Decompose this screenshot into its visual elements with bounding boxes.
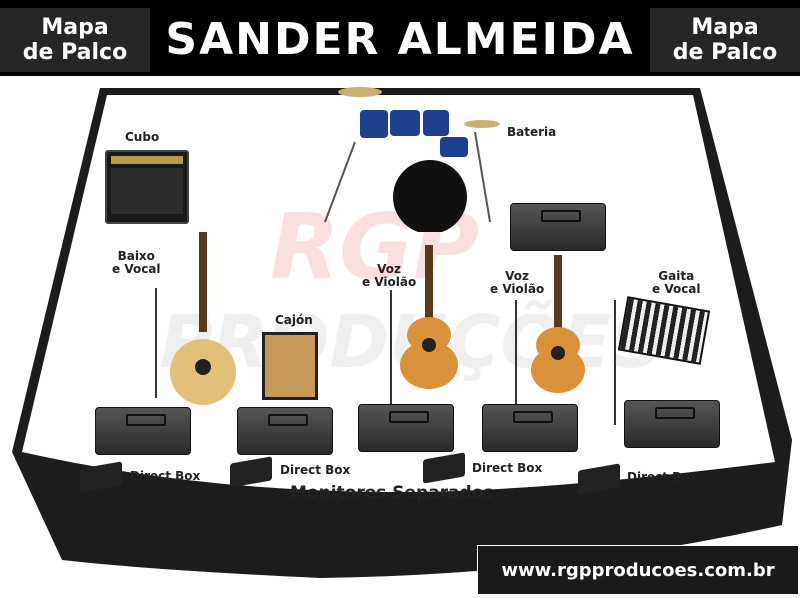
direct-box-label-4: Direct Box: [627, 470, 698, 484]
monitor-4: [482, 404, 578, 452]
monitor-3: [358, 404, 454, 452]
website-url: www.rgpproducoes.com.br: [477, 545, 799, 595]
drum-kit: [324, 87, 500, 232]
monitor-5: [624, 400, 720, 448]
acoustic-guitar-2: [531, 255, 585, 393]
label-cubo: Cubo: [125, 130, 160, 144]
stage-map-label-right: Mapa de Palco: [650, 8, 800, 72]
monitor-1: [95, 407, 191, 455]
label-cajon: Cajón: [275, 313, 313, 327]
acoustic-guitar-1: [400, 245, 458, 389]
mic-stand-gaita: [614, 300, 616, 425]
amp-cubo: [105, 150, 189, 224]
direct-box-label-1: Direct Box: [130, 469, 201, 483]
monitors-caption: Monitores Separados: [290, 483, 494, 503]
page-title: SANDER ALMEIDA: [165, 14, 635, 65]
mic-stand-voz-2: [515, 300, 517, 405]
mic-stand-voz-1: [390, 290, 392, 405]
bass-guitar: [170, 232, 236, 405]
stage-map-label-left: Mapa de Palco: [0, 8, 150, 72]
label-baixo: Baixo e Vocal: [112, 249, 161, 276]
mic-stand-baixo: [155, 288, 157, 398]
monitor-2: [237, 407, 333, 455]
direct-box-label-2: Direct Box: [280, 463, 351, 477]
label-gaita: Gaita e Vocal: [652, 269, 701, 296]
label-bateria: Bateria: [507, 125, 557, 139]
label-voz-1: Voz e Violão: [362, 262, 417, 289]
cajon: [262, 332, 318, 400]
monitor-drums: [510, 203, 606, 251]
direct-box-label-3: Direct Box: [472, 461, 543, 475]
label-voz-2: Voz e Violão: [490, 269, 545, 296]
